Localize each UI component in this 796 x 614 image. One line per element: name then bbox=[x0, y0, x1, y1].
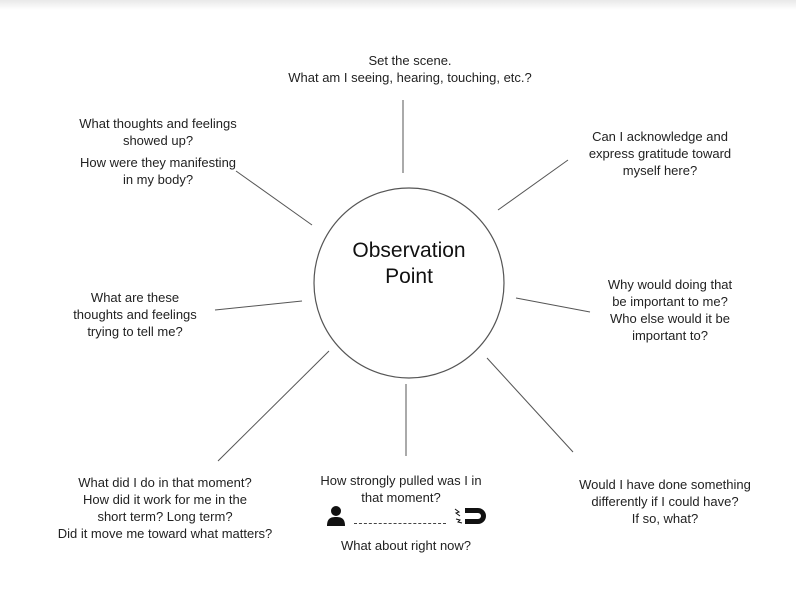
spoke-top-right bbox=[497, 159, 569, 211]
top-bar bbox=[0, 0, 796, 10]
magnet-icon bbox=[454, 508, 486, 524]
spoke-left bbox=[214, 300, 303, 311]
prompt-line: important to? bbox=[632, 328, 708, 343]
prompt-line: Can I acknowledge and bbox=[592, 129, 728, 144]
prompt-line: differently if I could have? bbox=[591, 494, 739, 509]
prompt-line: How did it work for me in the bbox=[82, 492, 247, 507]
prompt-line: What am I seeing, hearing, touching, etc… bbox=[288, 70, 532, 85]
prompt-bottom-now: What about right now? bbox=[306, 537, 506, 554]
prompt-right: Why would doing that be important to me?… bbox=[580, 276, 760, 344]
prompt-line: Did it move me toward what matters? bbox=[57, 526, 273, 541]
prompt-bottom-left: What did I do in that moment? How did it… bbox=[40, 474, 290, 542]
pull-scale bbox=[326, 503, 492, 531]
prompt-line: What did I do in that moment? bbox=[78, 475, 252, 490]
spoke-top-left bbox=[235, 170, 313, 226]
prompt-bottom: How strongly pulled was I in that moment… bbox=[301, 472, 501, 506]
prompt-line: How were they manifesting bbox=[79, 155, 237, 170]
center-label-line: Point bbox=[385, 265, 433, 288]
center-label: Observation Point bbox=[314, 238, 504, 290]
spoke-right bbox=[515, 297, 591, 313]
spoke-bottom-left bbox=[217, 350, 330, 462]
scale-track bbox=[354, 523, 446, 524]
prompt-line: What thoughts and feelings bbox=[79, 116, 237, 131]
prompt-line: in my body? bbox=[122, 172, 194, 187]
prompt-line: that moment? bbox=[361, 490, 441, 505]
prompt-line: Would I have done something bbox=[579, 477, 751, 492]
prompt-line: be important to me? bbox=[612, 294, 728, 309]
prompt-line: Set the scene. bbox=[368, 53, 452, 68]
prompt-line: thoughts and feelings bbox=[73, 307, 197, 322]
center-label-line: Observation bbox=[352, 239, 466, 262]
prompt-line: short term? Long term? bbox=[97, 509, 233, 524]
prompt-line: Why would doing that bbox=[607, 277, 733, 292]
prompt-bottom-right: Would I have done something differently … bbox=[560, 476, 770, 527]
prompt-left: What are these thoughts and feelings try… bbox=[55, 289, 215, 340]
prompt-line: trying to tell me? bbox=[87, 324, 183, 339]
prompt-line: showed up? bbox=[122, 133, 194, 148]
prompt-line: Who else would it be bbox=[610, 311, 730, 326]
spoke-bottom-right bbox=[486, 357, 574, 453]
prompt-line: What about right now? bbox=[340, 538, 472, 553]
prompt-line: myself here? bbox=[622, 163, 698, 178]
person-icon bbox=[327, 506, 345, 526]
prompt-line: What are these bbox=[90, 290, 180, 305]
prompt-line: express gratitude toward bbox=[588, 146, 732, 161]
prompt-top-left: What thoughts and feelings showed up? Ho… bbox=[58, 115, 258, 188]
prompt-line: How strongly pulled was I in bbox=[320, 473, 482, 488]
observation-circle bbox=[313, 187, 505, 379]
prompt-top: Set the scene. What am I seeing, hearing… bbox=[285, 52, 535, 86]
prompt-line: If so, what? bbox=[631, 511, 699, 526]
prompt-top-right: Can I acknowledge and express gratitude … bbox=[560, 128, 760, 179]
